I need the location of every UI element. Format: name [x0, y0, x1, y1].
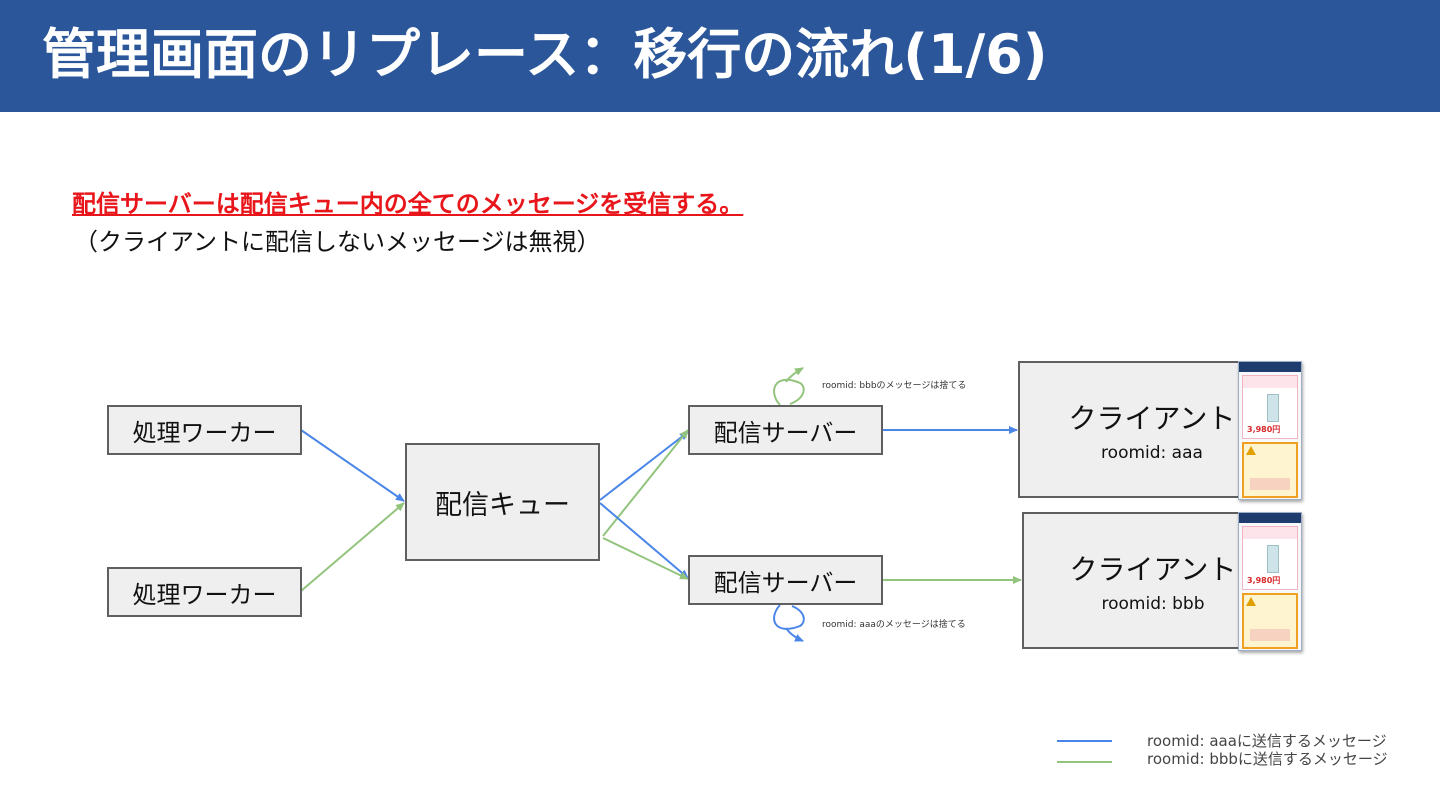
worker-top-node: 処理ワーカー	[107, 405, 302, 455]
legend-label-bbb: roomid: bbbに送信するメッセージ	[1147, 750, 1388, 768]
client-top-label: クライアント	[1068, 401, 1236, 435]
arrow-worker-top-to-queue	[300, 429, 405, 502]
server-bottom-label: 配信サーバー	[713, 568, 858, 597]
warning-icon	[1246, 446, 1256, 455]
arrow-worker-bottom-to-queue	[300, 502, 405, 592]
lead-note: （クライアントに配信しないメッセージは無視）	[74, 228, 601, 256]
client-bottom-screenshot: 3,980円	[1238, 512, 1302, 651]
slide-title: 管理画面のリプレース：移行の流れ(1/6)	[42, 23, 1048, 86]
discard-loop-top	[773, 368, 804, 406]
server-top-node: 配信サーバー	[688, 405, 883, 455]
title-bar	[0, 0, 1440, 112]
discard-loop-bottom	[773, 604, 804, 641]
lead-statement: 配信サーバーは配信キュー内の全てのメッセージを受信する。	[72, 190, 744, 218]
price-tag: 3,980円	[1247, 425, 1281, 434]
worker-top-label: 処理ワーカー	[132, 418, 277, 447]
queue-label: 配信キュー	[435, 489, 570, 521]
arrow-queue-to-server-bottom-blue	[599, 502, 689, 579]
warning-icon	[1246, 597, 1256, 606]
discard-note-top: roomid: bbbのメッセージは捨てる	[822, 381, 967, 391]
arrow-queue-to-server-top-blue	[599, 431, 689, 501]
arrow-queue-to-server-bottom-green	[602, 537, 689, 580]
queue-node: 配信キュー	[405, 443, 600, 561]
server-bottom-node: 配信サーバー	[688, 555, 883, 605]
legend-label-aaa: roomid: aaaに送信するメッセージ	[1147, 732, 1387, 750]
server-top-label: 配信サーバー	[713, 418, 858, 447]
worker-bottom-node: 処理ワーカー	[107, 567, 302, 617]
client-top-screenshot: 3,980円	[1238, 361, 1302, 500]
client-bottom-roomid: roomid: bbb	[1101, 593, 1205, 614]
client-top-roomid: roomid: aaa	[1101, 442, 1203, 463]
arrow-queue-to-server-top-green	[602, 429, 689, 537]
worker-bottom-label: 処理ワーカー	[132, 580, 277, 609]
client-bottom-label: クライアント	[1069, 552, 1237, 586]
price-tag: 3,980円	[1247, 576, 1281, 585]
discard-note-bottom: roomid: aaaのメッセージは捨てる	[822, 620, 966, 630]
